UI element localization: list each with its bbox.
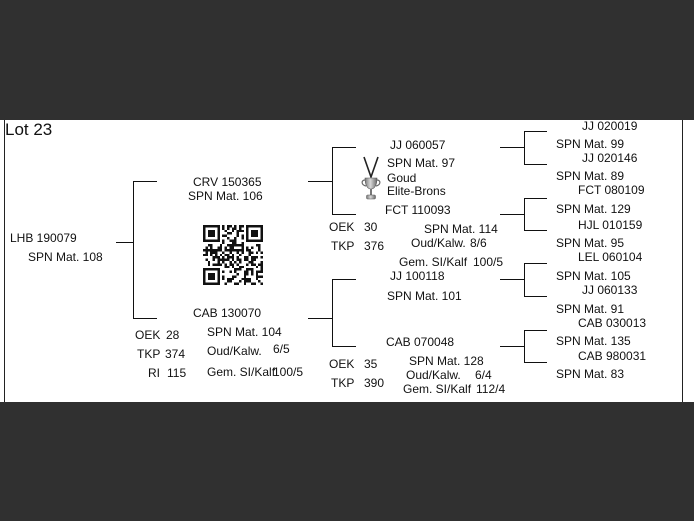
dam-dam-spn: SPN Mat. 128 [409, 354, 484, 368]
dam-ri-label: RI [148, 366, 160, 380]
dam-dam-gem-value: 112/4 [476, 382, 506, 396]
dam-sire-name: JJ 100118 [390, 269, 445, 283]
ggp-8-spn: SPN Mat. 83 [556, 367, 625, 381]
sire-sire-award-elite: Elite-Brons [387, 184, 446, 198]
dam-gem-value: 100/5 [273, 365, 304, 379]
sire-dam-gem-value: 100/5 [473, 255, 504, 269]
sire-dam-spn: SPN Mat. 114 [424, 222, 498, 236]
ggp-4-spn: SPN Mat. 95 [556, 236, 625, 250]
top-dark-band [0, 0, 694, 120]
ggp-8-name: CAB 980031 [578, 349, 647, 363]
ggp-6-spn: SPN Mat. 91 [556, 302, 625, 316]
sheet-left-border [4, 120, 5, 402]
dam-oek-value: 28 [166, 328, 180, 342]
bottom-dark-band [0, 402, 694, 521]
ggp-5-spn: SPN Mat. 105 [556, 269, 631, 283]
sire-sire-spn: SPN Mat. 97 [387, 156, 456, 170]
dam-dam-tkp-value: 390 [364, 376, 385, 390]
trophy-icon [361, 156, 381, 200]
dam-dam-oek-value: 35 [364, 357, 378, 371]
sire-dam-gem-label: Gem. SI/Kalf [399, 255, 468, 269]
dam-name: CAB 130070 [193, 306, 262, 320]
sire-dam-name: FCT 110093 [385, 203, 451, 217]
dam-oud-kalw-value: 6/5 [273, 342, 290, 356]
sire-name: CRV 150365 [193, 175, 262, 189]
ggp-3-spn: SPN Mat. 129 [556, 202, 631, 216]
dam-sire-spn: SPN Mat. 101 [387, 289, 462, 303]
dam-tkp-label: TKP [137, 347, 161, 361]
ggp-5-name: LEL 060104 [578, 250, 643, 264]
dam-dam-gem-label: Gem. SI/Kalf [403, 382, 472, 396]
ggp-2-name: JJ 020146 [582, 151, 638, 165]
lot-title: Lot 23 [5, 120, 53, 139]
dam-gem-label: Gem. SI/Kalf [207, 365, 276, 379]
dam-ri-value: 115 [167, 366, 187, 380]
sire-dam-oud-kalw-label: Oud/Kalw. [411, 236, 466, 250]
sire-sire-award-gold: Goud [387, 171, 417, 185]
qr-code [203, 225, 263, 285]
dam-tkp-value: 374 [165, 347, 186, 361]
sire-dam-tkp-label: TKP [331, 239, 355, 253]
ggp-3-name: FCT 080109 [578, 183, 645, 197]
subject-name: LHB 190079 [10, 231, 77, 245]
dam-dam-oek-label: OEK [329, 357, 355, 371]
sire-dam-oud-kalw-value: 8/6 [470, 236, 487, 250]
dam-oud-kalw-label: Oud/Kalw. [207, 344, 262, 358]
sire-dam-oek-label: OEK [329, 220, 355, 234]
dam-dam-oud-kalw-label: Oud/Kalw. [406, 368, 461, 382]
dam-dam-oud-kalw-value: 6/4 [475, 368, 492, 382]
dam-dam-name: CAB 070048 [386, 335, 455, 349]
ggp-1-name: JJ 020019 [582, 119, 638, 133]
sire-spn: SPN Mat. 106 [188, 189, 263, 203]
ggp-2-spn: SPN Mat. 89 [556, 169, 625, 183]
sire-dam-oek-value: 30 [364, 220, 378, 234]
dam-spn: SPN Mat. 104 [207, 325, 282, 339]
subject-spn: SPN Mat. 108 [28, 250, 103, 264]
ggp-7-spn: SPN Mat. 135 [556, 334, 631, 348]
ggp-1-spn: SPN Mat. 99 [556, 137, 625, 151]
sheet-right-border [682, 120, 683, 402]
ggp-6-name: JJ 060133 [582, 283, 638, 297]
sire-dam-tkp-value: 376 [364, 239, 385, 253]
dam-dam-tkp-label: TKP [331, 376, 355, 390]
dam-oek-label: OEK [135, 328, 161, 342]
ggp-7-name: CAB 030013 [578, 316, 647, 330]
sire-sire-name: JJ 060057 [390, 138, 446, 152]
ggp-4-name: HJL 010159 [578, 218, 643, 232]
